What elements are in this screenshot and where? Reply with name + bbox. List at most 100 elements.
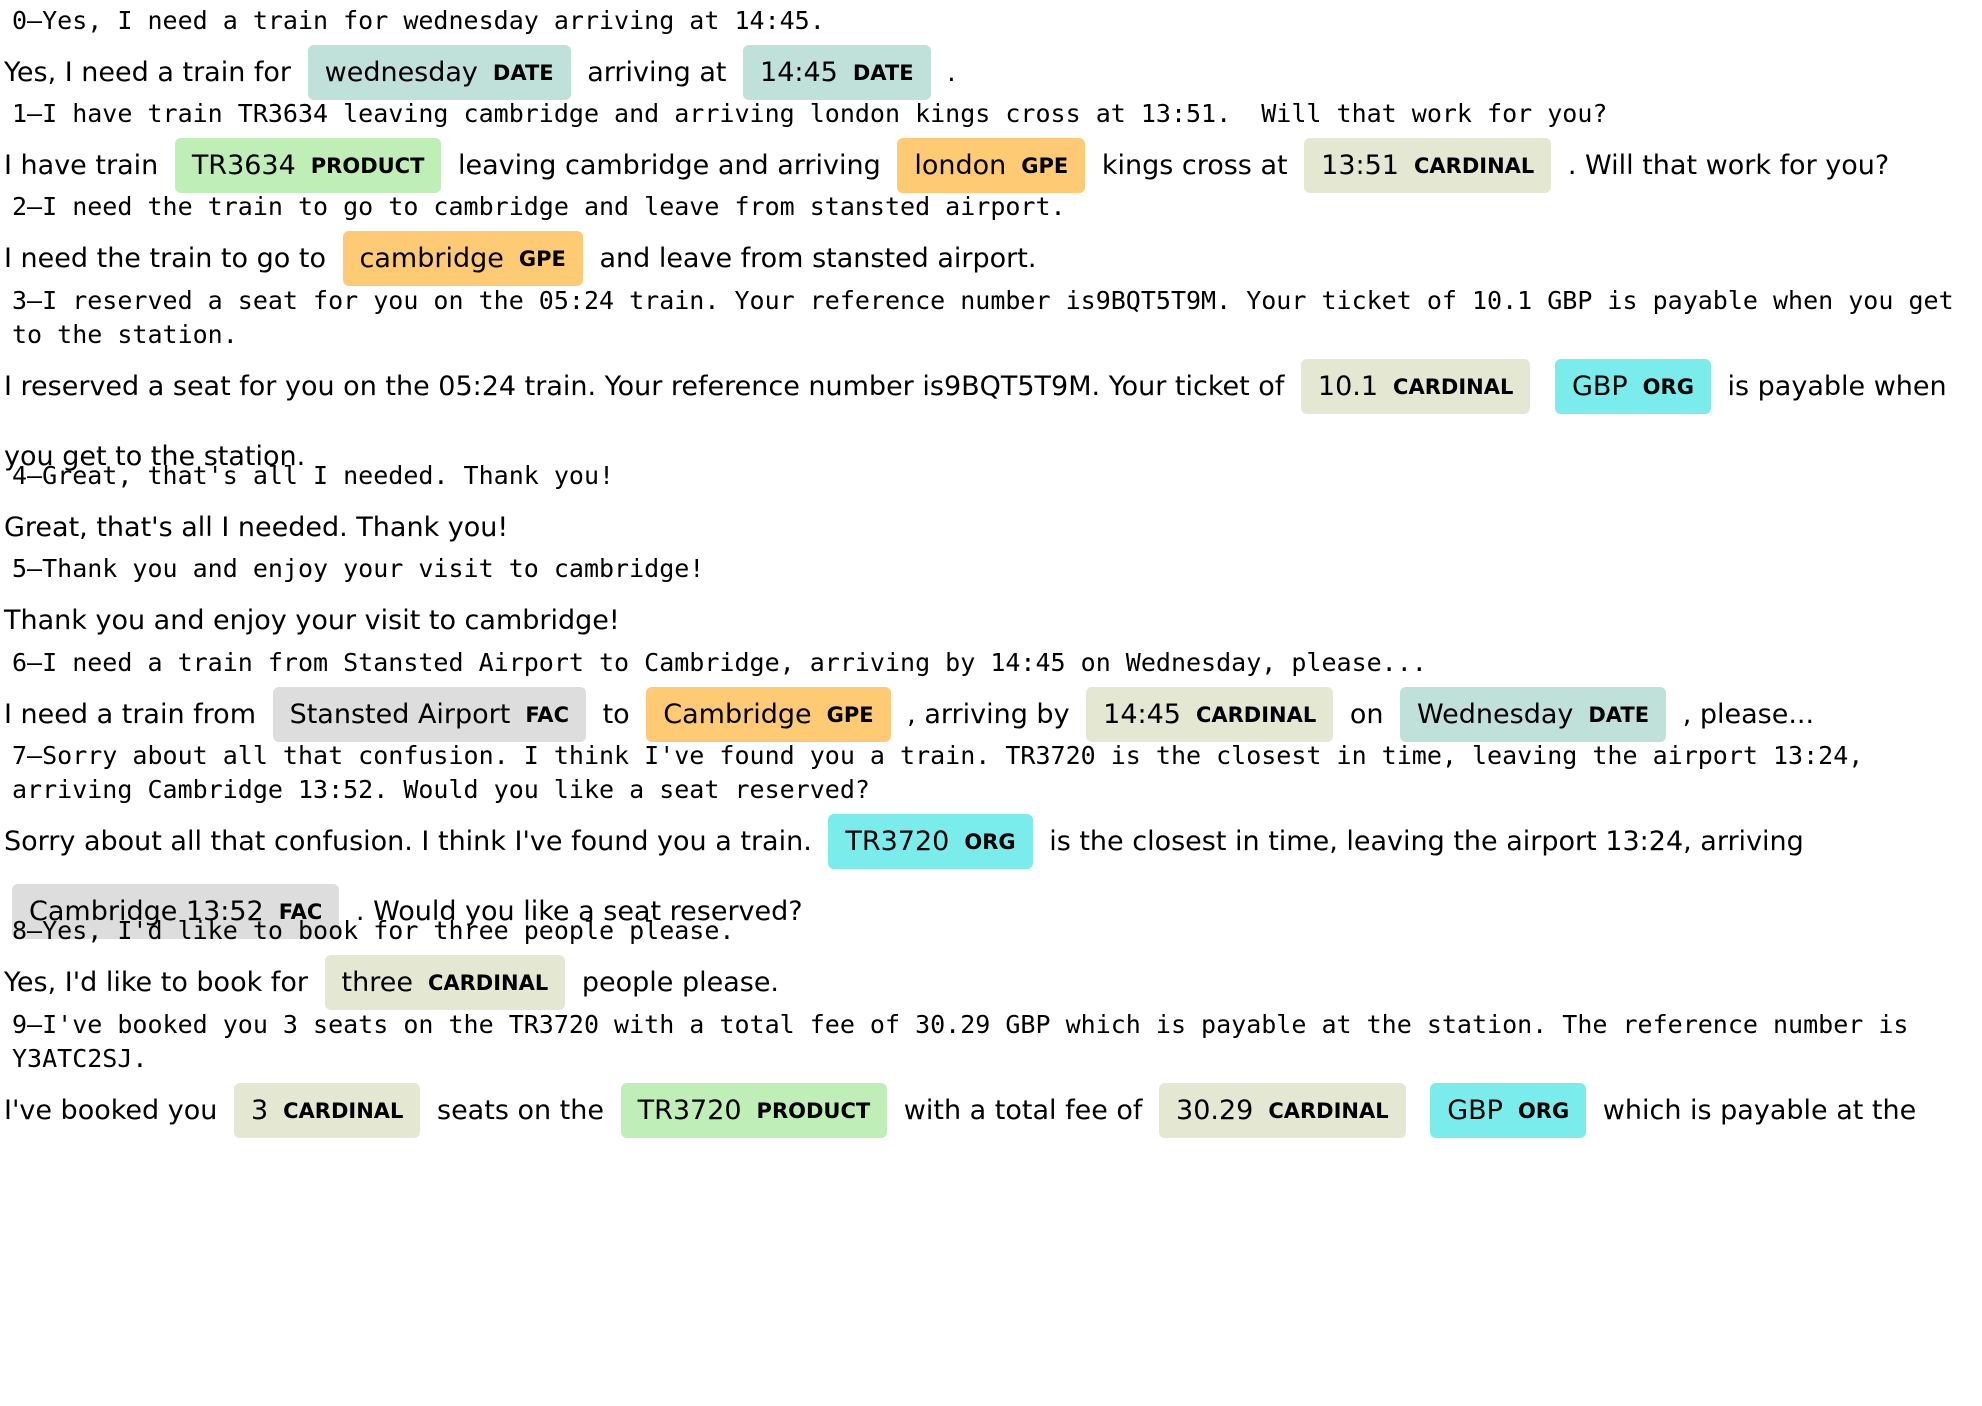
plain-text: I need the train to go to: [4, 243, 335, 274]
raw-utterance: 6–I need a train from Stansted Airport t…: [12, 648, 1427, 677]
entity-label: FAC: [525, 703, 569, 727]
entity-label: GPE: [1021, 154, 1069, 178]
dialogue-turn: 0–Yes, I need a train for wednesday arri…: [0, 4, 1977, 108]
plain-text: . Would you like a seat reserved?: [347, 896, 803, 927]
entity-text: 30.29: [1176, 1095, 1254, 1126]
entity-highlight: Stansted Airport FAC: [272, 687, 586, 742]
entity-highlight: TR3634 PRODUCT: [174, 138, 442, 193]
entity-label: PRODUCT: [756, 1099, 871, 1123]
entity-highlight: GBP ORG: [1430, 1083, 1587, 1138]
raw-utterance: 0–Yes, I need a train for wednesday arri…: [12, 6, 825, 35]
dialogue-turn: 4–Great, that's all I needed. Thank you!…: [0, 459, 1977, 563]
plain-text: leaving cambridge and arriving: [449, 150, 890, 181]
plain-text: .: [938, 57, 956, 88]
plain-text: Thank you and enjoy your visit to cambri…: [4, 605, 620, 636]
entity-text: TR3720: [845, 826, 950, 857]
entity-text: three: [341, 967, 413, 998]
entity-label: ORG: [1517, 1099, 1570, 1123]
entity-highlight: Cambridge GPE: [646, 687, 891, 742]
plain-text: is the closest in time, leaving the airp…: [1040, 826, 1804, 857]
entity-highlight: TR3720 ORG: [828, 814, 1033, 869]
entity-highlight: TR3720 PRODUCT: [620, 1083, 888, 1138]
dialogue-turn: 2–I need the train to go to cambridge an…: [0, 190, 1977, 294]
entity-text: 14:45: [760, 57, 838, 88]
dialogue-turn: 6–I need a train from Stansted Airport t…: [0, 646, 1977, 750]
entity-text: GBP: [1447, 1095, 1503, 1126]
entity-visualization: Thank you and enjoy your visit to cambri…: [0, 586, 1954, 656]
entity-text: 14:45: [1103, 699, 1181, 730]
entity-label: DATE: [852, 61, 914, 85]
plain-text: seats on the: [428, 1095, 613, 1126]
raw-utterance: 9–I've booked you 3 seats on the TR3720 …: [12, 1010, 1924, 1073]
entity-text: cambridge: [359, 243, 504, 274]
entity-highlight: 14:45 CARDINAL: [1086, 687, 1334, 742]
raw-utterance: 1–I have train TR3634 leaving cambridge …: [12, 99, 1608, 128]
plain-text: , please...: [1674, 699, 1815, 730]
entity-highlight: 3 CARDINAL: [233, 1083, 421, 1138]
plain-text: [1538, 371, 1547, 402]
entity-label: FAC: [278, 900, 323, 924]
plain-text: I need a train from: [4, 699, 265, 730]
dialogue-turn: 1–I have train TR3634 leaving cambridge …: [0, 97, 1977, 201]
entity-highlight: 10.1 CARDINAL: [1300, 359, 1531, 414]
plain-text: on: [1341, 699, 1393, 730]
entity-text: 3: [250, 1095, 269, 1126]
entity-text: 10.1: [1317, 371, 1379, 402]
dialogue-turn: 7–Sorry about all that confusion. I thin…: [0, 739, 1977, 947]
entity-text: TR3720: [637, 1095, 742, 1126]
entity-label: CARDINAL: [427, 971, 549, 995]
entity-highlight: 14:45 DATE: [743, 45, 931, 100]
entity-highlight: Cambridge 13:52 FAC: [12, 884, 340, 939]
entity-label: CARDINAL: [1393, 375, 1514, 399]
plain-text: and leave from stansted airport.: [590, 243, 1037, 274]
entity-visualization: Sorry about all that confusion. I think …: [0, 807, 1954, 947]
plain-text: kings cross at: [1093, 150, 1297, 181]
entity-visualization: I have train TR3634 PRODUCT leaving cambr…: [0, 131, 1954, 201]
entity-highlight: 13:51 CARDINAL: [1304, 138, 1552, 193]
raw-utterance: 8–Yes, I'd like to book for three people…: [12, 916, 735, 945]
entity-text: 13:51: [1321, 150, 1399, 181]
entity-label: CARDINAL: [1268, 1099, 1389, 1123]
entity-text: london: [914, 150, 1007, 181]
entity-visualization: Great, that's all I needed. Thank you!: [0, 493, 1954, 563]
entity-label: CARDINAL: [283, 1099, 404, 1123]
entity-label: ORG: [1642, 375, 1694, 399]
raw-utterance: 2–I need the train to go to cambridge an…: [12, 192, 1066, 221]
entity-text: Cambridge: [663, 699, 812, 730]
entity-text: Cambridge 13:52: [29, 896, 264, 927]
raw-utterance: 7–Sorry about all that confusion. I thin…: [12, 741, 1879, 804]
dialogue-turn: 3–I reserved a seat for you on the 05:24…: [0, 284, 1977, 492]
plain-text: I reserved a seat for you on the 05:24 t…: [4, 371, 1293, 402]
entity-text: TR3634: [191, 150, 296, 181]
entity-text: Stansted Airport: [289, 699, 511, 730]
entity-label: CARDINAL: [1195, 703, 1317, 727]
entity-highlight: three CARDINAL: [324, 955, 566, 1010]
entity-label: ORG: [964, 830, 1016, 854]
entity-text: Wednesday: [1417, 699, 1574, 730]
plain-text: arriving at: [578, 57, 736, 88]
entity-label: DATE: [1588, 703, 1650, 727]
plain-text: to: [593, 699, 639, 730]
entity-highlight: london GPE: [897, 138, 1086, 193]
dialogue-turn: 8–Yes, I'd like to book for three people…: [0, 914, 1977, 1018]
raw-utterance: 3–I reserved a seat for you on the 05:24…: [12, 286, 1969, 349]
plain-text: Great, that's all I needed. Thank you!: [4, 512, 509, 543]
entity-label: PRODUCT: [310, 154, 425, 178]
plain-text: I have train: [4, 150, 167, 181]
raw-utterance: 4–Great, that's all I needed. Thank you!: [12, 461, 615, 490]
plain-text: [1414, 1095, 1423, 1126]
entity-label: CARDINAL: [1413, 154, 1535, 178]
plain-text: I've booked you: [4, 1095, 226, 1126]
plain-text: which is payable at the: [1594, 1095, 1917, 1126]
entity-highlight: Wednesday DATE: [1400, 687, 1667, 742]
plain-text: Sorry about all that confusion. I think …: [4, 826, 821, 857]
entity-visualization: I reserved a seat for you on the 05:24 t…: [0, 352, 1954, 492]
entity-label: GPE: [826, 703, 874, 727]
